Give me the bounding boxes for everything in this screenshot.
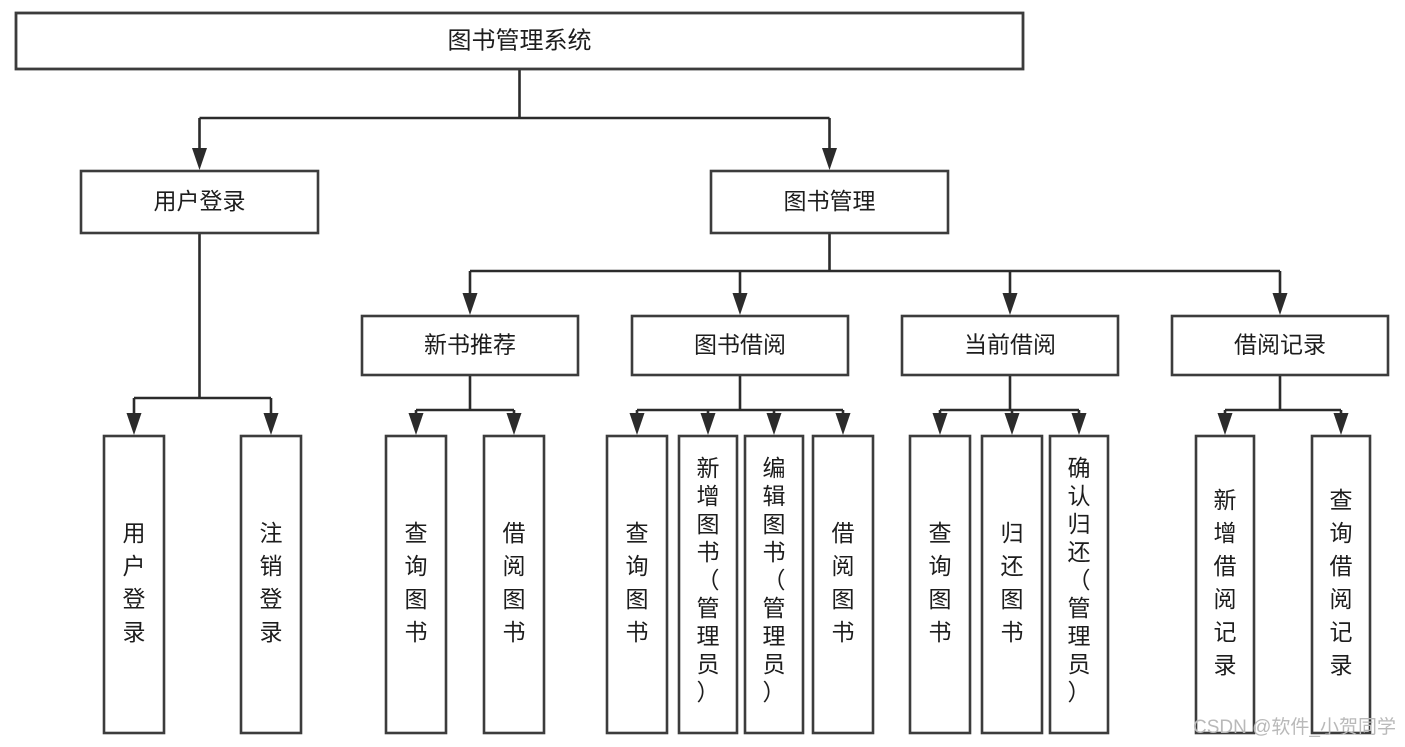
node-leaf_9[interactable]: 归还图书 [980,434,1044,735]
edge-layer [126,69,1349,435]
node-leaf_7[interactable]: 借阅图书 [811,434,875,735]
arrow-head-icon [822,148,837,170]
node-label: 借阅图书 [503,520,526,645]
node-l2_1[interactable]: 图书借阅 [630,314,850,377]
arrow-head-icon [462,293,478,315]
node-leaf_5[interactable]: 新增图书（管理员） [677,434,739,735]
node-box[interactable] [709,169,950,235]
node-l2_0[interactable]: 新书推荐 [360,314,580,377]
node-box[interactable] [630,314,850,377]
node-label: 图书管理 [784,188,876,214]
arrow-head-icon [506,413,522,435]
arrow-head-icon [700,413,716,435]
node-box[interactable] [811,434,875,735]
node-leaf_4[interactable]: 查询图书 [605,434,669,735]
node-box[interactable] [239,434,303,735]
node-box[interactable] [384,434,448,735]
node-box[interactable] [908,434,972,735]
node-box[interactable] [743,434,805,735]
node-label: 确认归还（管理员） [1068,455,1091,705]
node-label: 当前借阅 [964,332,1056,358]
node-leaf_3[interactable]: 借阅图书 [482,434,546,735]
node-label: 注销登录 [260,520,283,645]
node-label: 用户登录 [123,520,146,645]
node-leaf_12[interactable]: 查询借阅记录 [1310,434,1372,735]
arrow-head-icon [1217,413,1233,435]
node-label: 查询借阅记录 [1330,487,1353,678]
node-box[interactable] [1310,434,1372,735]
node-box[interactable] [1048,434,1110,735]
node-box[interactable] [1170,314,1390,377]
node-leaf_6[interactable]: 编辑图书（管理员） [743,434,805,735]
node-leaf_2[interactable]: 查询图书 [384,434,448,735]
arrow-head-icon [263,413,279,435]
node-leaf_10[interactable]: 确认归还（管理员） [1048,434,1110,735]
node-box[interactable] [360,314,580,377]
arrow-head-icon [192,148,207,170]
node-l2_3[interactable]: 借阅记录 [1170,314,1390,377]
arrow-head-icon [1071,413,1087,435]
node-label: 图书管理系统 [448,27,592,54]
node-box[interactable] [482,434,546,735]
node-leaf_1[interactable]: 注销登录 [239,434,303,735]
node-layer: 图书管理系统用户登录图书管理新书推荐图书借阅当前借阅借阅记录用户登录注销登录查询… [14,11,1390,735]
node-label: 借阅记录 [1234,332,1326,358]
node-label: 用户登录 [154,188,246,214]
watermark-label: CSDN @软件_小贺同学 [1193,716,1396,738]
node-box[interactable] [677,434,739,735]
node-leaf_0[interactable]: 用户登录 [102,434,166,735]
node-box[interactable] [605,434,669,735]
node-box[interactable] [900,314,1120,377]
node-label: 查询图书 [405,520,428,645]
node-root[interactable]: 图书管理系统 [14,11,1025,71]
node-label: 编辑图书（管理员） [763,455,786,705]
node-label: 借阅图书 [832,520,855,645]
arrow-head-icon [1272,293,1288,315]
arrow-head-icon [1333,413,1349,435]
node-label: 新增图书（管理员） [697,455,720,705]
node-box[interactable] [79,169,320,235]
node-leaf_8[interactable]: 查询图书 [908,434,972,735]
node-label: 查询图书 [626,520,649,645]
arrow-head-icon [835,413,851,435]
node-box[interactable] [1194,434,1256,735]
node-box[interactable] [102,434,166,735]
node-leaf_11[interactable]: 新增借阅记录 [1194,434,1256,735]
node-label: 新增借阅记录 [1214,487,1237,678]
node-label: 图书借阅 [694,332,786,358]
node-l1_0[interactable]: 用户登录 [79,169,320,235]
node-box[interactable] [980,434,1044,735]
arrow-head-icon [1002,293,1018,315]
arrow-head-icon [629,413,645,435]
node-label: 归还图书 [1001,520,1024,645]
arrow-head-icon [126,413,142,435]
arrow-head-icon [932,413,948,435]
node-label: 新书推荐 [424,332,516,358]
arrow-head-icon [408,413,424,435]
arrow-head-icon [732,293,748,315]
node-l1_1[interactable]: 图书管理 [709,169,950,235]
node-l2_2[interactable]: 当前借阅 [900,314,1120,377]
arrow-head-icon [766,413,782,435]
arrow-head-icon [1004,413,1020,435]
node-label: 查询图书 [929,520,952,645]
node-box[interactable] [14,11,1025,71]
